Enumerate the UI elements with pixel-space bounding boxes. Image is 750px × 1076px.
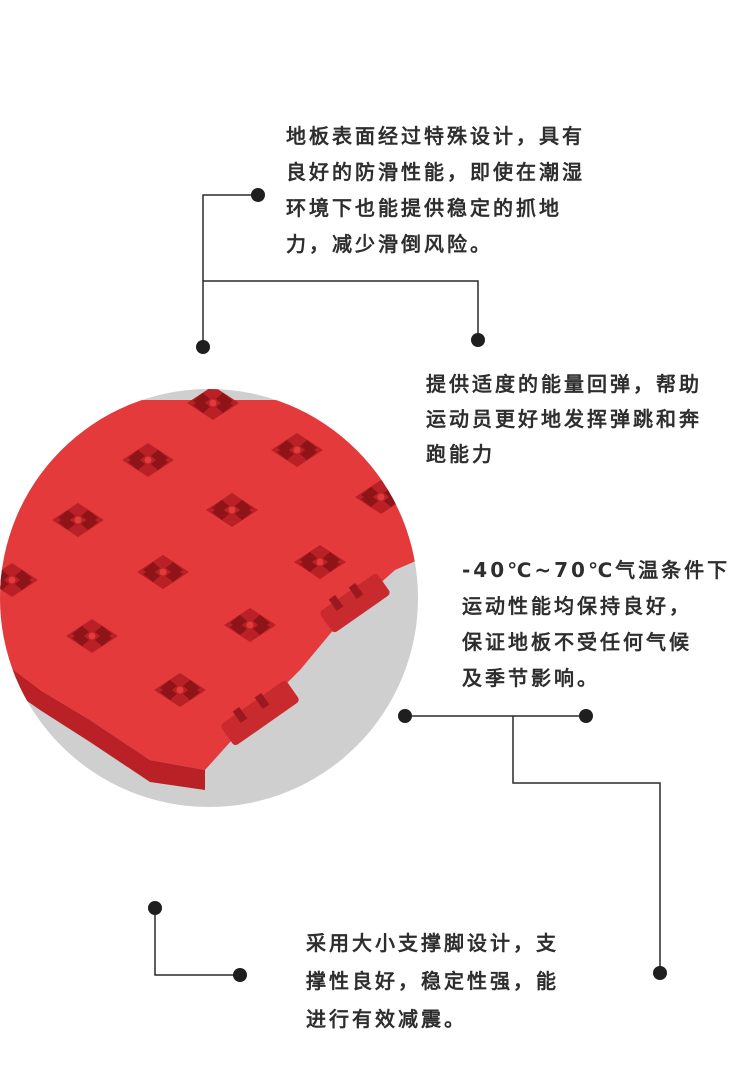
dot-marker <box>653 966 667 980</box>
callout-temperature: -40℃~70℃气温条件下 运动性能均保持良好， 保证地板不受任何气候 及季节影… <box>462 558 731 690</box>
dot-marker <box>196 340 210 354</box>
dot-marker <box>233 968 247 982</box>
callout-surface-grip: 地板表面经过特殊设计，具有 良好的防滑性能，即使在潮湿 环境下也能提供稳定的抓地… <box>286 124 585 256</box>
dot-marker <box>251 188 265 202</box>
callout-support-feet: 采用大小支撑脚设计，支 撑性良好，稳定性强，能 进行有效减震。 <box>306 931 559 1031</box>
callout-rebound: 提供适度的能量回弹，帮助 运动员更好地发挥弹跳和奔 跑能力 <box>426 372 702 466</box>
dot-marker <box>471 333 485 347</box>
dot-marker <box>579 709 593 723</box>
dot-marker <box>398 709 412 723</box>
dot-marker <box>148 901 162 915</box>
